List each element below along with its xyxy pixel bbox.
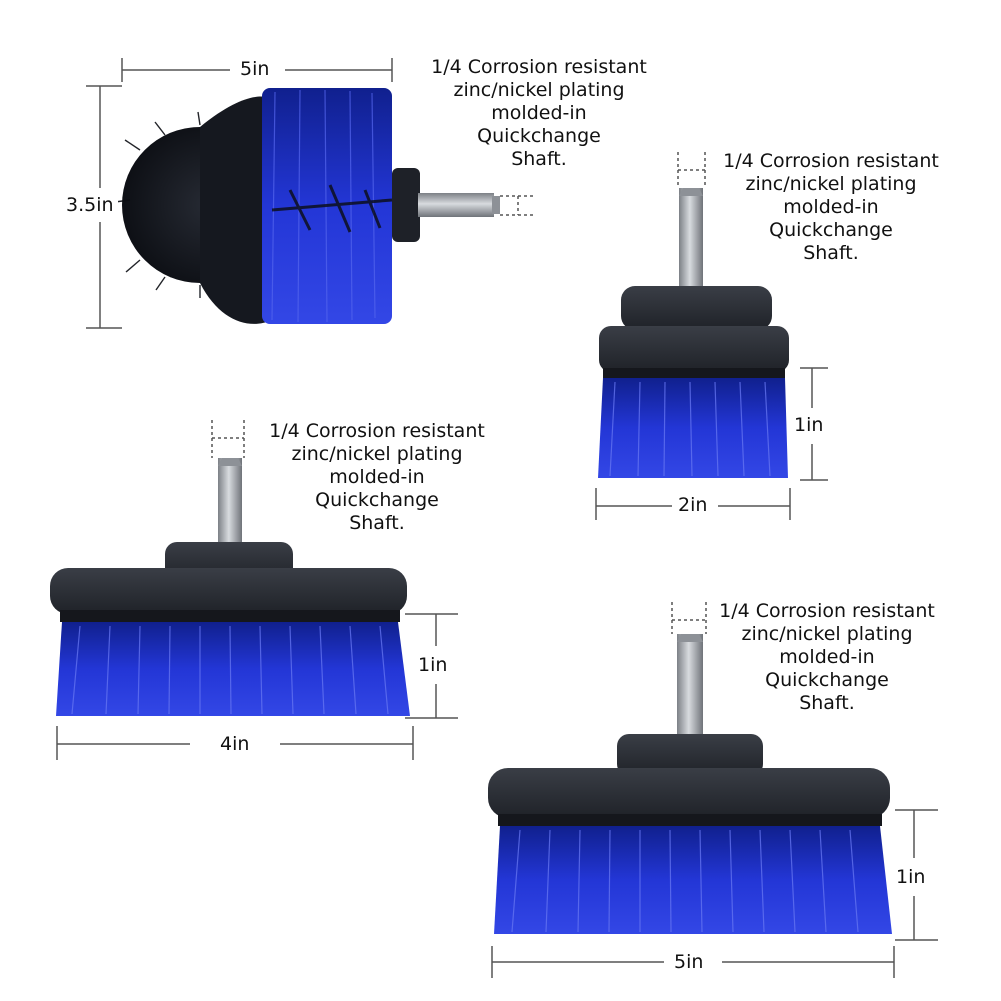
small-brush-height-label: 1in: [790, 414, 828, 437]
shaft-label-line: molded-in: [329, 466, 425, 488]
shaft-label-line: molded-in: [491, 102, 587, 124]
shaft-label-line: 1/4 Corrosion resistant: [719, 600, 935, 622]
shaft-label-line: Quickchange: [765, 669, 889, 691]
medium-brush-width-label: 4in: [216, 733, 254, 756]
small-flat-brush-image: [598, 188, 789, 478]
shaft-label-line: 1/4 Corrosion resistant: [269, 420, 485, 442]
shaft-label-line: Shaft.: [511, 148, 567, 170]
medium-brush-height-label: 1in: [414, 654, 452, 677]
shaft-label-line: Quickchange: [315, 489, 439, 511]
ball-brush-dimension-lines: [86, 58, 534, 329]
shaft-label-line: zinc/nickel plating: [453, 79, 625, 101]
medium-flat-brush-dimension-lines: [56, 420, 458, 760]
large-flat-brush-image: [488, 634, 892, 934]
shaft-label-line: zinc/nickel plating: [745, 173, 917, 195]
shaft-label-line: Shaft.: [349, 512, 405, 534]
shaft-label-line: molded-in: [783, 196, 879, 218]
ball-brush-shaft-label: 1/4 Corrosion resistant zinc/nickel plat…: [418, 56, 660, 171]
ball-brush-width-label: 5in: [236, 58, 274, 81]
small-brush-width-label: 2in: [674, 494, 712, 517]
shaft-label-line: molded-in: [779, 646, 875, 668]
ball-brush-image: [114, 88, 500, 324]
shaft-label-line: Quickchange: [477, 125, 601, 147]
shaft-label-line: zinc/nickel plating: [741, 623, 913, 645]
shaft-label-line: 1/4 Corrosion resistant: [723, 150, 939, 172]
shaft-label-line: Quickchange: [769, 219, 893, 241]
large-brush-shaft-label: 1/4 Corrosion resistant zinc/nickel plat…: [704, 600, 950, 715]
ball-brush-height-label: 3.5in: [62, 194, 118, 217]
large-flat-brush-dimension-lines: [491, 602, 938, 978]
small-brush-shaft-label: 1/4 Corrosion resistant zinc/nickel plat…: [708, 150, 954, 265]
shaft-label-line: Shaft.: [803, 242, 859, 264]
large-brush-height-label: 1in: [892, 866, 930, 889]
medium-brush-shaft-label: 1/4 Corrosion resistant zinc/nickel plat…: [254, 420, 500, 535]
large-brush-width-label: 5in: [670, 951, 708, 974]
shaft-label-line: Shaft.: [799, 692, 855, 714]
shaft-label-line: zinc/nickel plating: [291, 443, 463, 465]
small-flat-brush-dimension-lines: [595, 152, 828, 520]
medium-flat-brush-image: [50, 458, 410, 716]
shaft-label-line: 1/4 Corrosion resistant: [431, 56, 647, 78]
